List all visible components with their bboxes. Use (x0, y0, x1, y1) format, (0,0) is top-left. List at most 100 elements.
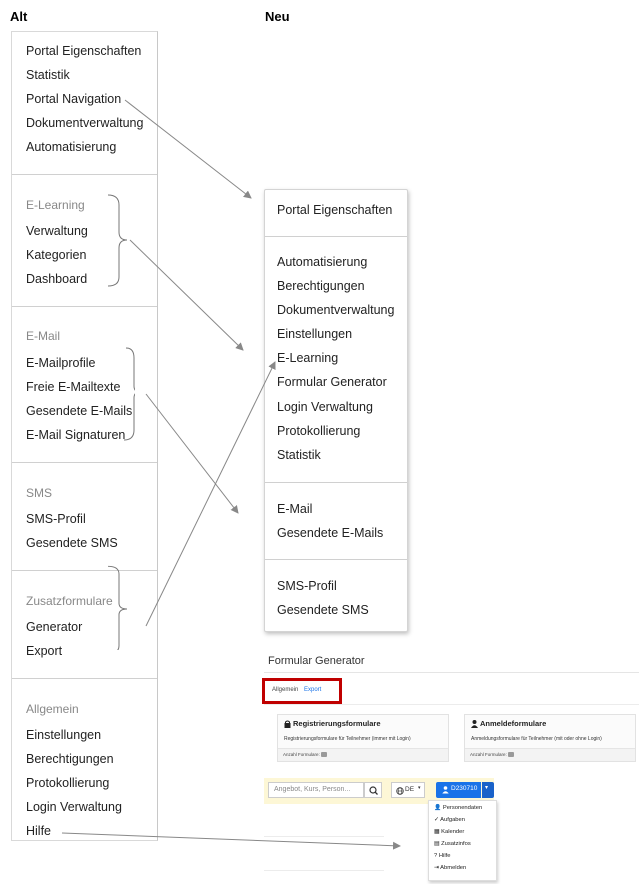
card-footer: Anzahl Formulare: (278, 748, 448, 761)
user-menu-toggle[interactable]: ▾ (482, 782, 494, 798)
caret-down-icon: ▾ (485, 785, 489, 791)
new-item-email[interactable]: E-Mail (277, 502, 313, 516)
old-section-elearning: E-Learning Verwaltung Kategorien Dashboa… (12, 175, 157, 307)
new-item-login-verwaltung[interactable]: Login Verwaltung (277, 400, 373, 414)
old-item-portal-eigenschaften[interactable]: Portal Eigenschaften (26, 44, 142, 58)
old-item-gesendete-emails[interactable]: Gesendete E-Mails (26, 404, 133, 418)
count-badge (508, 752, 514, 757)
heading-neu: Neu (265, 9, 290, 24)
new-item-automatisierung[interactable]: Automatisierung (277, 255, 368, 269)
new-item-gesendete-emails[interactable]: Gesendete E-Mails (277, 526, 384, 540)
old-menu: Portal Eigenschaften Statistik Portal Na… (11, 31, 158, 841)
tabs-underline (264, 704, 639, 705)
search-button[interactable] (364, 782, 382, 798)
card-anmeldeformulare[interactable]: Anmeldeformulare Anmeldungsformulare für… (464, 714, 636, 762)
new-item-formular-generator[interactable]: Formular Generator (277, 375, 387, 389)
arrow-portal-navigation (124, 99, 252, 199)
card-footer: Anzahl Formulare: (465, 748, 635, 761)
divider (265, 559, 407, 560)
card-title: Anmeldeformulare (480, 719, 547, 728)
card-footer-label: Anzahl Formulare: (283, 752, 320, 757)
language-label: DE (405, 786, 415, 793)
old-section-email: E-Mail E-Mailprofile Freie E-Mailtexte G… (12, 307, 157, 463)
old-item-protokollierung[interactable]: Protokollierung (26, 776, 110, 790)
old-item-dashboard[interactable]: Dashboard (26, 272, 88, 286)
dropdown-item-personendaten[interactable]: 👤 Personendaten (434, 805, 482, 811)
tab-export[interactable]: Export (304, 687, 322, 693)
card-footer-label: Anzahl Formulare: (470, 752, 507, 757)
old-item-automatisierung[interactable]: Automatisierung (26, 140, 117, 154)
new-item-dokumentverwaltung[interactable]: Dokumentverwaltung (277, 303, 395, 317)
divider (264, 870, 384, 871)
old-item-login-verwaltung[interactable]: Login Verwaltung (26, 800, 122, 814)
old-item-berechtigungen[interactable]: Berechtigungen (26, 752, 114, 766)
group-braces (107, 194, 135, 650)
old-item-statistik[interactable]: Statistik (26, 68, 70, 82)
old-item-freie-emailtexte[interactable]: Freie E-Mailtexte (26, 380, 121, 394)
file-icon: ▤ (434, 841, 440, 847)
heading-alt: Alt (10, 9, 28, 24)
arrow-elearning (129, 239, 244, 351)
old-item-dokumentverwaltung[interactable]: Dokumentverwaltung (26, 116, 144, 130)
old-header-zusatz: Zusatzformulare (26, 594, 113, 608)
new-item-elearning[interactable]: E-Learning (277, 351, 339, 365)
old-item-portal-navigation[interactable]: Portal Navigation (26, 92, 122, 106)
search-input[interactable]: Angebot, Kurs, Person... (268, 782, 364, 798)
new-item-statistik[interactable]: Statistik (277, 448, 321, 462)
card-title: Registrierungsformulare (293, 719, 381, 728)
lock-icon (284, 720, 291, 728)
new-item-einstellungen[interactable]: Einstellungen (277, 327, 353, 341)
dropdown-item-kalender[interactable]: ▦ Kalender (434, 829, 464, 835)
card-description: Anmeldungsformulare für Teilnehmer (mit … (471, 736, 602, 742)
divider (264, 836, 384, 837)
old-item-export[interactable]: Export (26, 644, 63, 658)
new-item-portal-eigenschaften[interactable]: Portal Eigenschaften (277, 203, 393, 217)
old-item-kategorien[interactable]: Kategorien (26, 248, 87, 262)
dropdown-item-abmelden[interactable]: ⇥ Abmelden (434, 865, 466, 871)
arrow-email (145, 393, 239, 514)
dropdown-item-zusatzinfos[interactable]: ▤ Zusatzinfos (434, 841, 471, 847)
arrow-hilfe (61, 832, 401, 850)
old-header-elearning: E-Learning (26, 198, 85, 212)
dropdown-label: Hilfe (438, 853, 451, 859)
brace-email (123, 347, 135, 441)
user-icon: 👤 (434, 805, 442, 811)
divider (265, 236, 407, 237)
card-registrierungsformulare[interactable]: Registrierungsformulare Registrierungsfo… (277, 714, 449, 762)
old-item-hilfe[interactable]: Hilfe (26, 824, 52, 838)
user-button[interactable]: D230710 (436, 782, 481, 798)
tab-allgemein[interactable]: Allgemein (272, 687, 299, 693)
dropdown-item-hilfe[interactable]: ? Hilfe (434, 853, 450, 859)
logout-icon: ⇥ (434, 865, 439, 871)
old-item-verwaltung[interactable]: Verwaltung (26, 224, 88, 238)
new-item-berechtigungen[interactable]: Berechtigungen (277, 279, 365, 293)
old-item-email-signaturen[interactable]: E-Mail Signaturen (26, 428, 126, 442)
search-icon (369, 786, 378, 795)
old-section-zusatz: Zusatzformulare Generator Export (12, 571, 157, 679)
divider (265, 482, 407, 483)
new-item-gesendete-sms[interactable]: Gesendete SMS (277, 603, 369, 617)
language-button[interactable]: DE ▾ (391, 782, 425, 798)
old-section-allgemein: Allgemein Einstellungen Berechtigungen P… (12, 679, 157, 839)
old-header-sms: SMS (26, 486, 53, 500)
dropdown-label: Aufgaben (440, 817, 465, 823)
check-icon: ✓ (434, 817, 439, 823)
brace-elearning (107, 194, 128, 287)
new-item-protokollierung[interactable]: Protokollierung (277, 424, 361, 438)
globe-icon (396, 787, 404, 795)
old-section-sms: SMS SMS-Profil Gesendete SMS (12, 463, 157, 571)
dropdown-item-aufgaben[interactable]: ✓ Aufgaben (434, 817, 465, 823)
count-badge (321, 752, 327, 757)
user-icon (442, 786, 449, 794)
new-item-sms-profil[interactable]: SMS-Profil (277, 579, 337, 593)
old-header-email: E-Mail (26, 329, 61, 343)
dropdown-label: Abmelden (440, 865, 467, 871)
user-icon (471, 720, 478, 728)
old-item-generator[interactable]: Generator (26, 620, 83, 634)
old-item-gesendete-sms[interactable]: Gesendete SMS (26, 536, 118, 550)
old-item-emailprofile[interactable]: E-Mailprofile (26, 356, 96, 370)
old-item-sms-profil[interactable]: SMS-Profil (26, 512, 86, 526)
old-item-einstellungen[interactable]: Einstellungen (26, 728, 102, 742)
dropdown-label: Zusatzinfos (441, 841, 471, 847)
old-section-top: Portal Eigenschaften Statistik Portal Na… (12, 32, 157, 175)
